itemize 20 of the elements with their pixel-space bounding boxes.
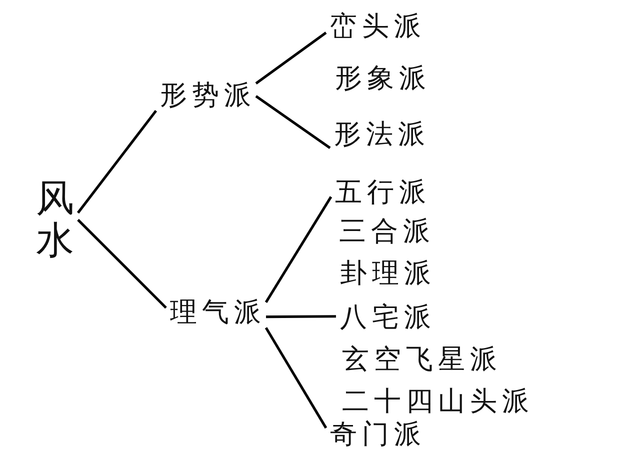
branch-line [77,218,167,309]
school-name: 理气派 [166,295,266,332]
school-name: 五行派 [331,175,431,212]
school-name: 形势派 [156,78,256,114]
school-name: 形象派 [334,62,431,96]
school-name: 峦头派 [326,9,426,46]
branch-line [255,95,331,149]
branch-line [266,315,336,318]
branch-line [264,196,332,303]
branch-line [255,32,327,85]
school-name: 卦理派 [339,257,436,291]
branch-line [76,110,158,214]
school-name: 二十四山头派 [341,385,534,419]
root-term: 风水 [32,176,78,264]
branch-line [264,327,328,429]
school-name: 玄空飞星派 [341,343,502,377]
school-name: 奇门派 [326,417,426,454]
school-name: 形法派 [330,117,430,154]
school-name: 三合派 [338,215,435,249]
school-name: 八宅派 [336,300,436,336]
